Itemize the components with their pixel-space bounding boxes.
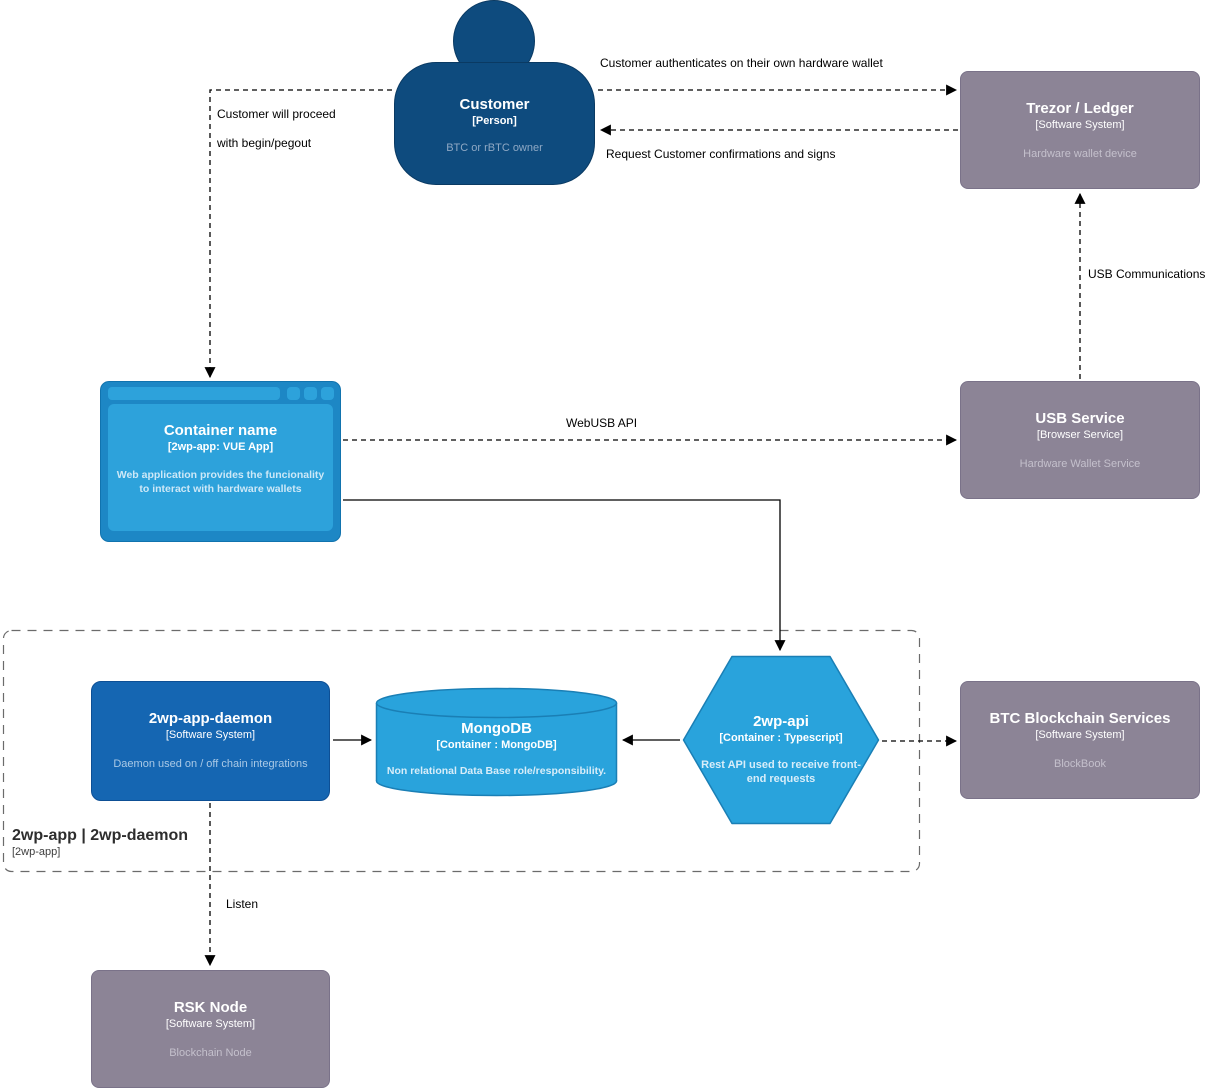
boundary-subtitle: [2wp-app] <box>12 846 61 858</box>
node-subtitle: [Container : Typescript] <box>719 732 843 744</box>
node-subtitle: [Person] <box>472 115 517 127</box>
node-2wp-app-daemon[interactable]: 2wp-app-daemon [Software System] Daemon … <box>91 681 330 801</box>
node-description: BTC or rBTC owner <box>446 142 543 154</box>
edge-customer-to-webapp <box>204 89 392 379</box>
node-trezor-ledger[interactable]: Trezor / Ledger [Software System] Hardwa… <box>960 71 1200 189</box>
edge-label-usb-communications: USB Communications <box>1088 267 1206 281</box>
node-customer[interactable]: Customer [Person] BTC or rBTC owner <box>394 0 595 185</box>
node-title: MongoDB <box>461 720 532 737</box>
node-subtitle: [2wp-app: VUE App] <box>167 441 274 453</box>
node-description: Web application provides the funcionalit… <box>116 469 325 495</box>
node-description: BlockBook <box>1054 758 1106 770</box>
boundary-label: 2wp-app | 2wp-daemon [2wp-app] <box>12 826 188 859</box>
node-subtitle: [Software System] <box>1035 729 1125 741</box>
edge-label-authenticate: Customer authenticates on their own hard… <box>600 56 883 70</box>
cylinder-shape <box>375 687 618 797</box>
node-description: Non relational Data Base role/responsibi… <box>386 765 607 777</box>
person-body: Customer [Person] BTC or rBTC owner <box>394 62 595 185</box>
hexagon-content: 2wp-api [Container : Typescript] Rest AP… <box>682 655 880 825</box>
edge-label-proceed-line2: with begin/pegout <box>217 136 312 150</box>
edge-label-proceed-line1: Customer will proceed <box>217 107 336 121</box>
node-title: RSK Node <box>173 999 248 1016</box>
boundary-2wp-app <box>2 629 921 873</box>
browser-content: Container name [2wp-app: VUE App] Web ap… <box>108 404 333 531</box>
node-description: Daemon used on / off chain integrations <box>113 758 308 770</box>
node-title: BTC Blockchain Services <box>989 710 1171 727</box>
node-web-app[interactable]: Container name [2wp-app: VUE App] Web ap… <box>100 381 341 542</box>
node-2wp-api[interactable]: 2wp-api [Container : Typescript] Rest AP… <box>682 655 880 825</box>
node-subtitle: [Software System] <box>1035 119 1125 131</box>
node-subtitle: [Software System] <box>165 1018 256 1030</box>
node-description: Hardware Wallet Service <box>1019 458 1141 470</box>
node-subtitle: [Browser Service] <box>1036 429 1124 441</box>
node-title: Customer <box>459 96 530 113</box>
node-title: Container name <box>163 422 278 439</box>
node-btc-blockchain-services[interactable]: BTC Blockchain Services [Software System… <box>960 681 1200 799</box>
node-title: 2wp-api <box>753 713 809 730</box>
browser-button <box>321 387 334 400</box>
node-mongodb[interactable]: MongoDB [Container : MongoDB] Non relati… <box>375 687 618 797</box>
edge-webapp-to-api <box>343 499 786 652</box>
node-description: Hardware wallet device <box>1023 148 1137 160</box>
browser-button <box>304 387 317 400</box>
hexagon-shape <box>682 655 880 825</box>
edge-label-confirmations: Request Customer confirmations and signs <box>606 147 836 161</box>
node-subtitle: [Container : MongoDB] <box>436 739 557 751</box>
cylinder-content: MongoDB [Container : MongoDB] Non relati… <box>375 687 618 797</box>
browser-button <box>287 387 300 400</box>
node-subtitle: [Software System] <box>165 729 256 741</box>
boundary-title: 2wp-app | 2wp-daemon <box>12 827 189 844</box>
node-rsk-node[interactable]: RSK Node [Software System] Blockchain No… <box>91 970 330 1088</box>
node-usb-service[interactable]: USB Service [Browser Service] Hardware W… <box>960 381 1200 499</box>
edge-label-webusb-api: WebUSB API <box>566 416 638 430</box>
node-description: Rest API used to receive front-end reque… <box>701 759 861 785</box>
node-title: Trezor / Ledger <box>1026 100 1134 117</box>
node-description: Blockchain Node <box>169 1047 252 1059</box>
browser-address-bar <box>108 387 280 400</box>
node-title: 2wp-app-daemon <box>148 710 273 727</box>
node-title: USB Service <box>1035 410 1125 427</box>
edge-label-listen: Listen <box>226 897 259 911</box>
